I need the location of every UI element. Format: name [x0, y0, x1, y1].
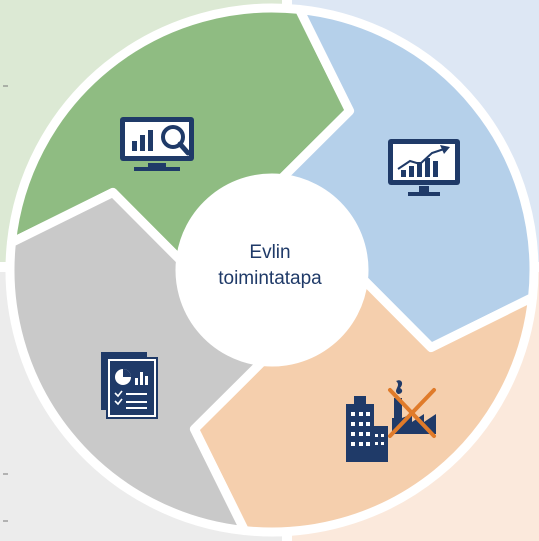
monitor-magnifier-chart-icon — [120, 117, 194, 171]
monitor-rising-chart-icon — [388, 139, 460, 196]
report-document-icon — [101, 352, 158, 419]
buildings-factory-crossed-icon — [346, 380, 436, 462]
center-title-line-1: Evlin — [249, 242, 291, 263]
center-title-line-2: toimintatapa — [218, 268, 322, 289]
center-circle — [178, 178, 362, 362]
center-title: Evlin toimintatapa — [179, 230, 361, 302]
